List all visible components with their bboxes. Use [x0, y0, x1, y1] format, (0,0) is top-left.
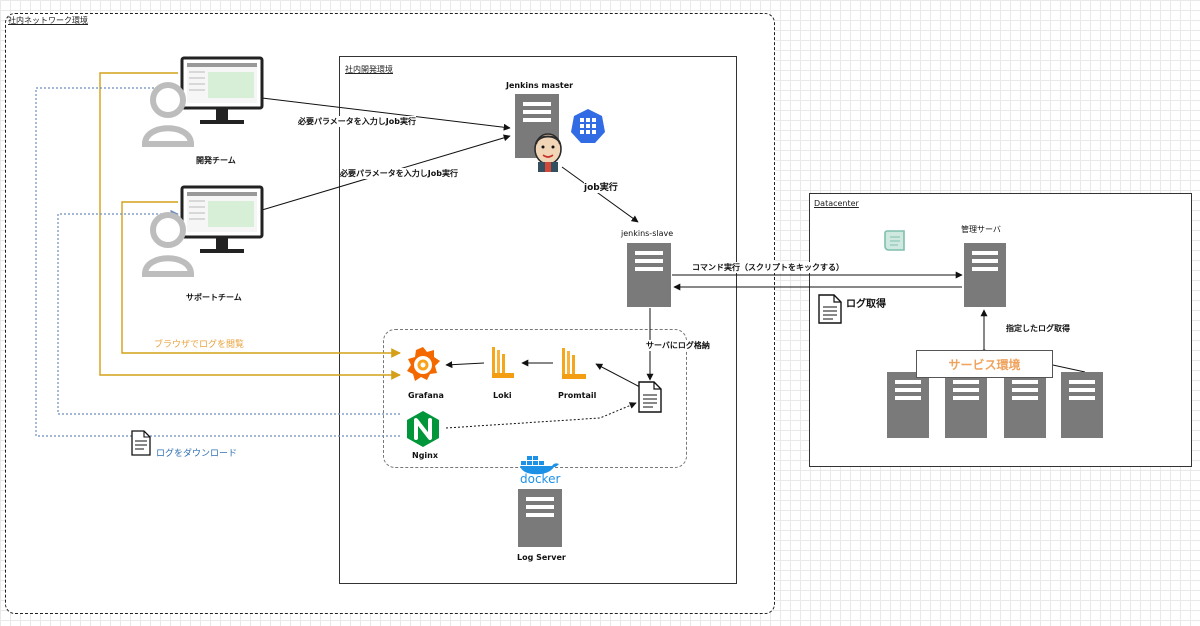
service-env-box: サービス環境	[916, 350, 1053, 378]
server-icon	[518, 489, 562, 547]
datacenter-zone-label: Datacenter	[814, 199, 859, 208]
user-icon	[141, 82, 195, 147]
edge-download-label: ログをダウンロード	[156, 446, 238, 459]
edge-nginx-file	[445, 402, 637, 429]
mgmt-server-label: 管理サーバ	[961, 225, 1001, 234]
edge-browse-label: ブラウザでログを閲覧	[154, 337, 245, 350]
grafana-icon	[407, 347, 440, 381]
jenkins-slave-label: jenkins-slave	[621, 229, 674, 238]
promtail-icon	[562, 348, 586, 379]
devenv-zone-label: 社内開発環境	[345, 65, 393, 74]
scroll-icon	[884, 230, 905, 251]
edge-file-promtail	[595, 363, 641, 388]
promtail-label: Promtail	[558, 391, 597, 400]
datacenter-zone	[809, 193, 1192, 467]
edge-log-store-label: サーバにログ格納	[646, 340, 710, 351]
server-icon	[964, 243, 1006, 307]
docker-icon	[520, 456, 559, 475]
document-icon	[638, 381, 662, 413]
edge-browse-support	[121, 201, 401, 358]
server-icon	[627, 243, 671, 307]
log-server-label: Log Server	[517, 553, 566, 562]
edge-dev-job	[261, 97, 511, 131]
grafana-label: Grafana	[408, 391, 444, 400]
nginx-icon	[407, 411, 439, 447]
edge-support-job-label: 必要パラメータを入力しJob実行	[340, 168, 458, 179]
nginx-label: Nginx	[412, 451, 439, 460]
docker-label: docker	[520, 472, 561, 486]
jenkins-icon	[534, 133, 562, 172]
loki-icon	[492, 347, 514, 378]
jenkins-master-label: Jenkins master	[506, 81, 574, 90]
document-icon	[131, 430, 151, 456]
support-team-label: サポートチーム	[186, 293, 242, 302]
monitor-icon	[180, 185, 264, 253]
server-icon	[887, 372, 929, 438]
edge-loki-grafana	[445, 361, 485, 369]
edge-specified-log-fetch-label: 指定したログ取得	[1006, 323, 1070, 334]
server-icon	[1061, 372, 1103, 438]
edge-download-dev	[35, 83, 400, 437]
edge-log-fetch-label: ログ取得	[846, 295, 886, 310]
intranet-zone-label: 社内ネットワーク環境	[8, 16, 88, 25]
document-icon	[818, 294, 842, 324]
service-env-label: サービス環境	[948, 357, 1021, 372]
edge-command-exec-label: コマンド実行（スクリプトをキックする）	[692, 262, 844, 273]
edge-dev-job-label: 必要パラメータを入力しJob実行	[298, 116, 416, 127]
edge-download-support	[57, 209, 400, 415]
monitor-icon	[180, 56, 264, 124]
edge-browse-dev	[99, 72, 401, 380]
user-icon	[141, 212, 195, 277]
loki-label: Loki	[493, 391, 512, 400]
edge-job-exec-label: job実行	[584, 180, 618, 193]
server-icon	[1004, 372, 1046, 438]
server-icon	[945, 372, 987, 438]
dev-team-label: 開発チーム	[196, 156, 236, 165]
kubernetes-icon	[571, 109, 605, 143]
edge-job-exec	[561, 166, 639, 223]
